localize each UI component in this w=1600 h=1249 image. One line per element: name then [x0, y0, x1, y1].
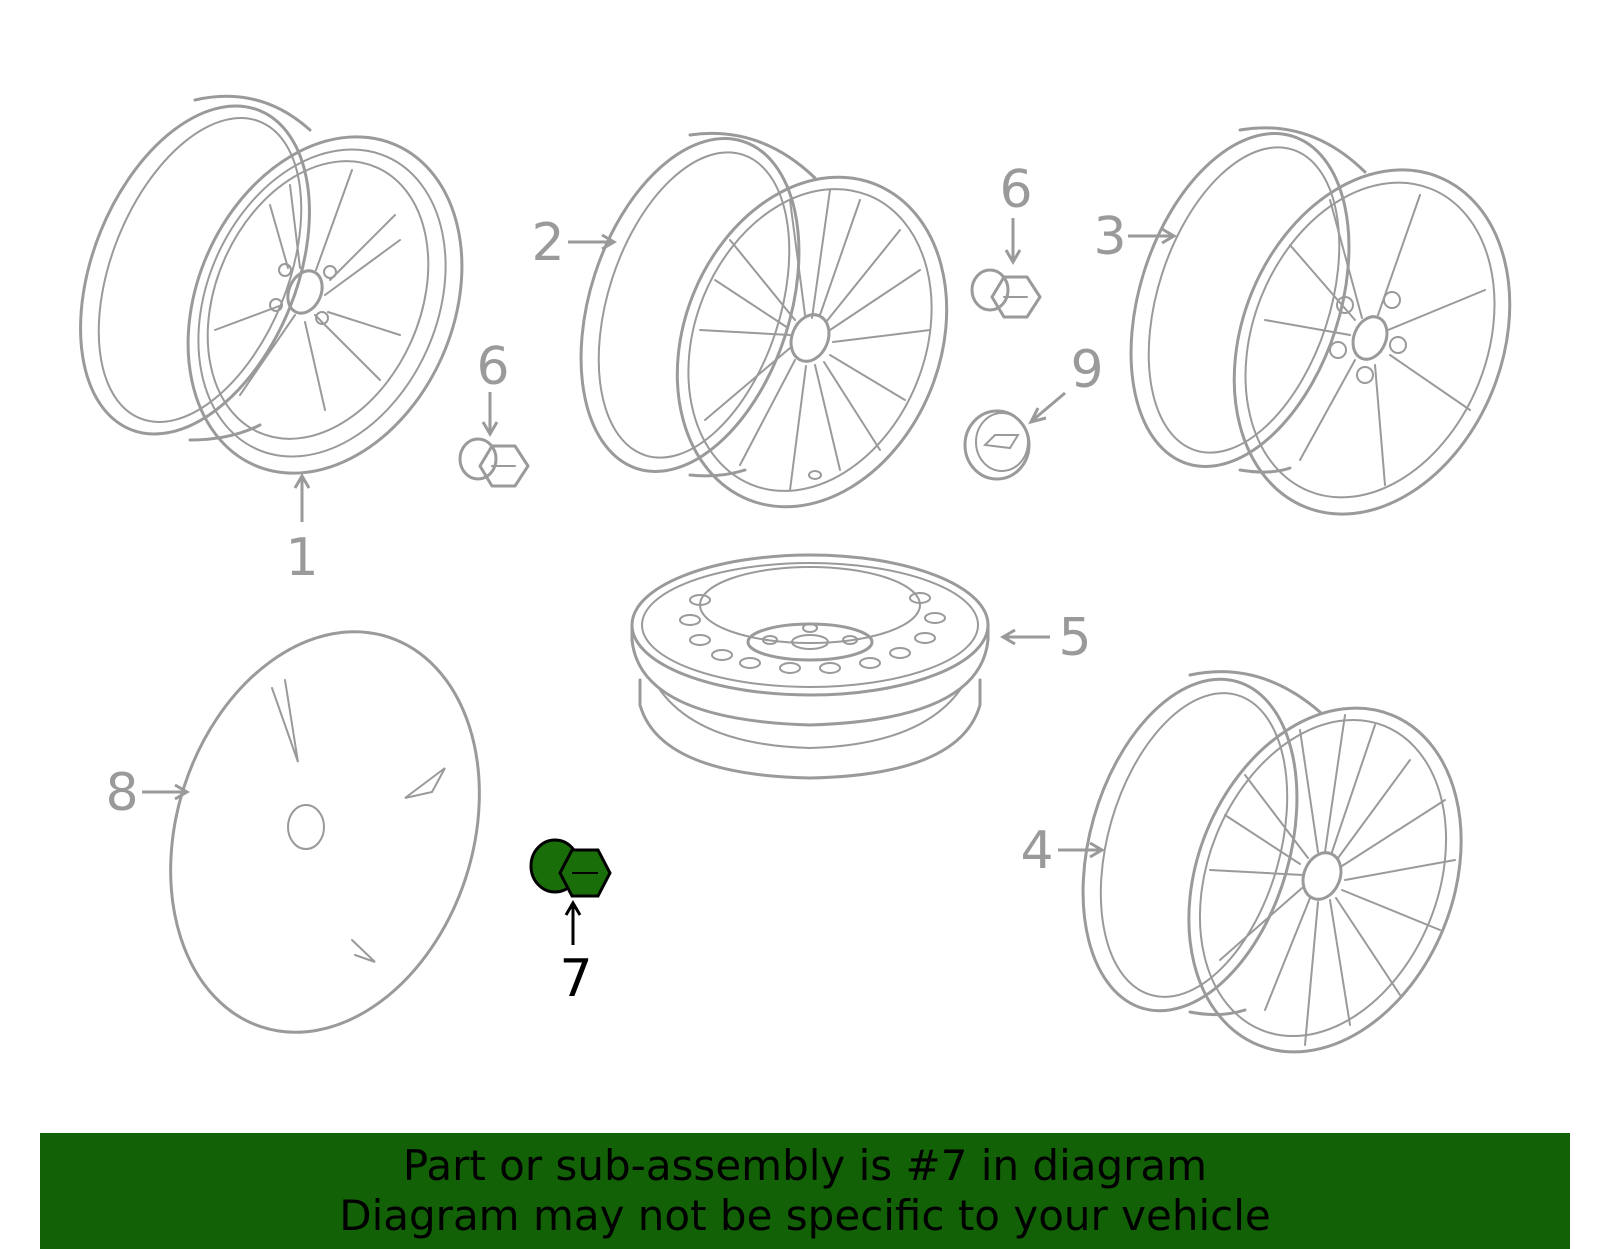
spare-wheel-5-drawing[interactable] [630, 553, 990, 780]
center-cap-9-drawing[interactable] [963, 409, 1031, 481]
callout-1[interactable]: 1 [285, 528, 318, 588]
callout-9[interactable]: 9 [1070, 340, 1103, 400]
arrow-4-head [1089, 841, 1105, 859]
arrow-9 [1032, 391, 1066, 422]
callout-6a[interactable]: 6 [476, 337, 509, 397]
callout-2[interactable]: 2 [531, 213, 564, 273]
arrow-5-head [1000, 628, 1016, 646]
arrow-7-head [564, 900, 582, 916]
callout-4[interactable]: 4 [1020, 821, 1053, 881]
banner-line-1: Part or sub-assembly is #7 in diagram [402, 1141, 1208, 1190]
callout-5[interactable]: 5 [1058, 608, 1091, 668]
wheel-2-drawing[interactable] [542, 111, 995, 548]
info-banner: Part or sub-assembly is #7 in diagram Di… [40, 1133, 1570, 1249]
arrow-2-head [601, 233, 617, 251]
wheel-3-drawing[interactable] [1092, 106, 1559, 556]
callout-7[interactable]: 7 [559, 949, 592, 1009]
banner-line-2: Diagram may not be specific to your vehi… [339, 1191, 1271, 1240]
arrow-6a-head [481, 421, 499, 437]
arrow-8-head [174, 783, 190, 801]
arrow-6b-head [1004, 249, 1022, 265]
wheel-1-drawing[interactable] [36, 72, 513, 517]
lug-nut-6b-drawing[interactable] [970, 268, 1042, 319]
lug-nut-7-highlighted[interactable] [529, 838, 612, 898]
arrow-1-head [293, 473, 311, 489]
wheel-cover-8-drawing[interactable] [121, 591, 529, 1072]
wheel-4-drawing[interactable] [1047, 654, 1510, 1093]
callout-8[interactable]: 8 [105, 763, 138, 823]
callout-3[interactable]: 3 [1093, 207, 1126, 267]
arrow-9-head [1028, 407, 1047, 425]
lug-nut-6a-drawing[interactable] [458, 437, 530, 488]
arrow-3-head [1161, 227, 1177, 245]
callout-6b[interactable]: 6 [999, 160, 1032, 220]
